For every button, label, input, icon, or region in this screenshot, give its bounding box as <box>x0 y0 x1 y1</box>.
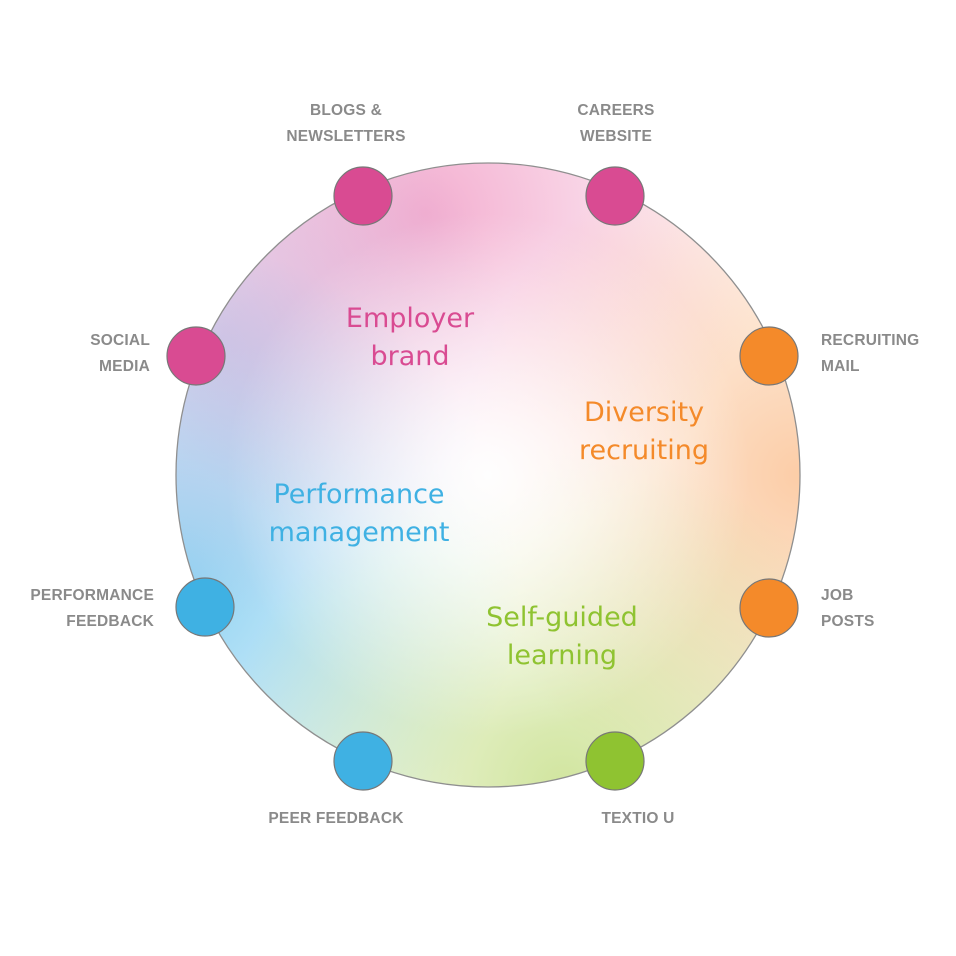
channel-job-line-2: POSTS <box>821 613 875 630</box>
channel-label-job-posts: JOB POSTS <box>821 583 941 635</box>
region-label-performance-management: Performance management <box>234 476 484 552</box>
channel-dot-peer-feedback <box>333 731 393 791</box>
channel-textio-line-1: TEXTIO U <box>601 810 675 827</box>
channel-careers-line-2: WEBSITE <box>579 128 652 145</box>
region-performance-line-1: Performance <box>273 479 445 510</box>
channel-peer-line-1: PEER FEEDBACK <box>268 810 404 827</box>
region-selfguided-line-2: learning <box>506 640 618 671</box>
region-employer-line-2: brand <box>370 341 450 372</box>
channel-social-line-2: MEDIA <box>99 358 150 375</box>
region-employer-line-1: Employer <box>345 303 475 334</box>
channel-blogs-line-2: NEWSLETTERS <box>286 128 406 145</box>
region-label-self-guided-learning: Self-guided learning <box>462 599 662 675</box>
channel-blogs-line-1: BLOGS & <box>309 102 382 119</box>
region-label-employer-brand: Employer brand <box>310 300 510 376</box>
channel-label-peer-feedback: PEER FEEDBACK <box>246 806 426 832</box>
channel-perf-feedback-line-1: PERFORMANCE <box>30 587 154 604</box>
channel-label-blogs-newsletters: BLOGS & NEWSLETTERS <box>266 98 426 150</box>
channel-dot-performance-feedback <box>175 577 235 637</box>
region-selfguided-line-1: Self-guided <box>486 602 638 633</box>
channel-dots <box>166 166 799 791</box>
channel-recruiting-line-2: MAIL <box>821 358 860 375</box>
main-circle <box>175 162 801 788</box>
channel-dot-textio-u <box>585 731 645 791</box>
region-label-diversity-recruiting: Diversity recruiting <box>544 394 744 470</box>
region-diversity-line-2: recruiting <box>578 435 710 466</box>
channel-recruiting-line-1: RECRUITING <box>821 332 920 349</box>
channel-careers-line-1: CAREERS <box>577 102 655 119</box>
channel-label-performance-feedback: PERFORMANCE FEEDBACK <box>4 583 154 635</box>
channel-dot-recruiting-mail <box>739 326 799 386</box>
channel-social-line-1: SOCIAL <box>90 332 150 349</box>
channel-label-textio-u: TEXTIO U <box>558 806 718 832</box>
region-diversity-line-1: Diversity <box>583 397 705 428</box>
channel-dot-social <box>166 326 226 386</box>
channel-dot-job-posts <box>739 578 799 638</box>
channel-perf-feedback-line-2: FEEDBACK <box>66 613 154 630</box>
channel-label-social-media: SOCIAL MEDIA <box>30 328 150 380</box>
region-performance-line-2: management <box>268 517 450 548</box>
channel-dot-careers <box>585 166 645 226</box>
channel-label-careers-website: CAREERS WEBSITE <box>536 98 696 150</box>
channel-job-line-1: JOB <box>821 587 854 604</box>
channel-label-recruiting-mail: RECRUITING MAIL <box>821 328 951 380</box>
channel-dot-blogs <box>333 166 393 226</box>
